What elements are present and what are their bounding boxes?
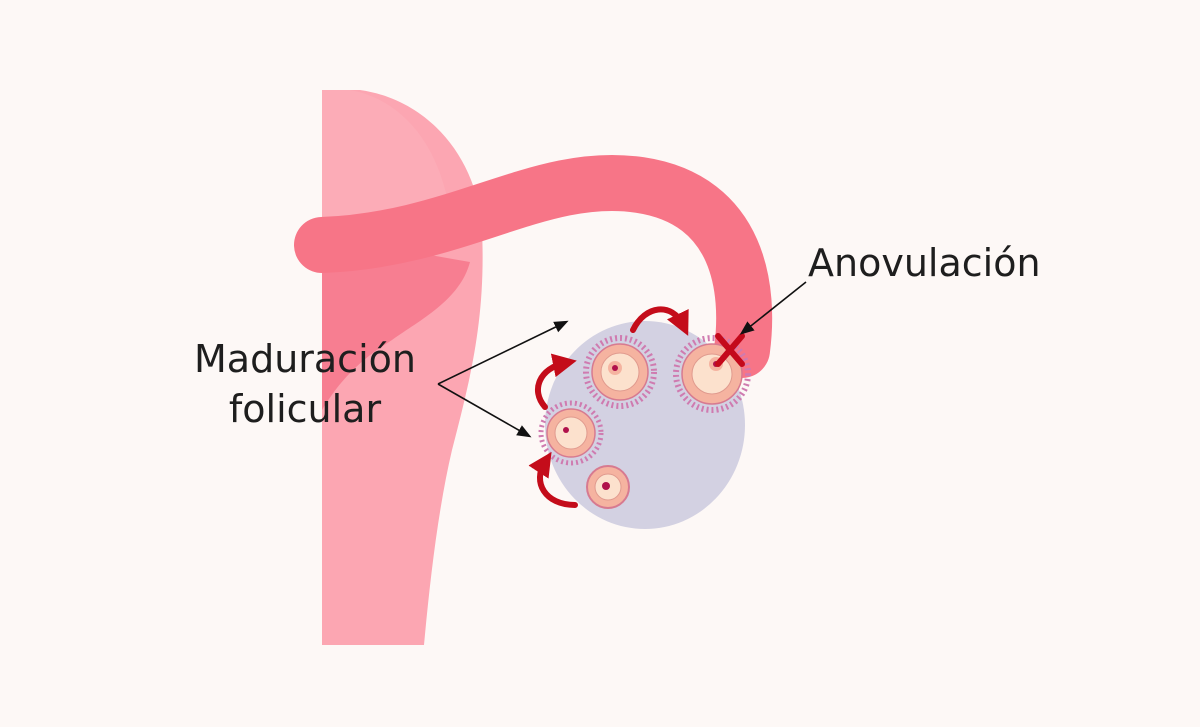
curved-arrow-icon xyxy=(528,451,578,508)
pointer-arrow-maturation-upper xyxy=(437,320,569,385)
nucleus xyxy=(563,427,569,433)
follicle-secondary xyxy=(538,400,604,466)
curved-arrow-icon xyxy=(534,353,577,410)
follicle-mature-right xyxy=(673,335,751,413)
follicular-maturation-label: Maduración folicular xyxy=(170,334,440,434)
cross-icon xyxy=(715,333,745,367)
pointer-arrow-maturation-lower xyxy=(437,383,532,438)
follicle-mature-left xyxy=(583,335,657,409)
anovulation-label: Anovulación xyxy=(808,241,1041,285)
follicle-primary xyxy=(586,465,630,509)
follicular-maturation-label-line1: Maduración xyxy=(194,337,416,381)
follicular-maturation-label-line2: folicular xyxy=(228,387,382,431)
pointer-arrow-anovulation xyxy=(739,281,807,335)
uterus-horn xyxy=(322,240,470,410)
nucleus xyxy=(602,482,610,490)
nucleus xyxy=(612,365,618,371)
fallopian-tube xyxy=(294,154,773,378)
curved-arrow-icon xyxy=(630,306,689,336)
